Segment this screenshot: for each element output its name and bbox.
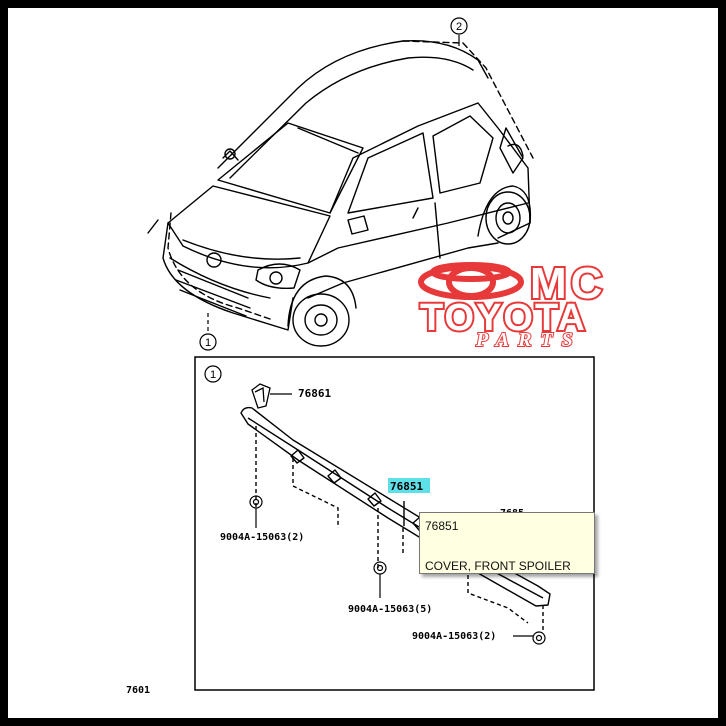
tooltip-part-number: 76851 bbox=[425, 519, 459, 533]
callout-1-label: 1 bbox=[205, 337, 211, 349]
callout-panel-1: 1 bbox=[204, 365, 222, 383]
toyota-emblem-icon bbox=[418, 262, 524, 300]
panel-callout-label: 1 bbox=[210, 369, 216, 381]
part-76851-label[interactable]: 76851 bbox=[390, 480, 423, 493]
callout-2-label: 2 bbox=[456, 21, 462, 33]
part-76861-label[interactable]: 76861 bbox=[298, 387, 331, 400]
callout-2: 2 bbox=[450, 17, 468, 46]
fastener-right-icon bbox=[513, 631, 546, 645]
image-frame: 2 1 MC TOYOTA PARTS 1 76861 bbox=[8, 8, 718, 718]
bracket-76861-drawing bbox=[251, 383, 292, 409]
fastener-middle-icon bbox=[373, 561, 387, 598]
fastener-left-icon bbox=[249, 495, 263, 528]
car-illustration bbox=[147, 39, 534, 347]
catalog-ref-label: 7601 bbox=[126, 685, 150, 696]
logo-toyota-text: TOYOTA bbox=[420, 297, 587, 339]
logo-parts-text: PARTS bbox=[475, 329, 582, 351]
omc-toyota-logo: MC TOYOTA PARTS bbox=[418, 257, 606, 352]
part-tooltip: 76851 COVER, FRONT SPOILER bbox=[419, 512, 595, 574]
fastener-middle-label[interactable]: 9004A-15063(5) bbox=[348, 604, 432, 615]
tooltip-description: COVER, FRONT SPOILER bbox=[425, 559, 571, 573]
callout-1: 1 bbox=[199, 313, 217, 351]
logo-mc-text: MC bbox=[530, 259, 606, 308]
fastener-right-label[interactable]: 9004A-15063(2) bbox=[412, 631, 496, 642]
part-76851-highlight bbox=[388, 478, 430, 493]
fastener-left-label[interactable]: 9004A-15063(2) bbox=[220, 532, 304, 543]
